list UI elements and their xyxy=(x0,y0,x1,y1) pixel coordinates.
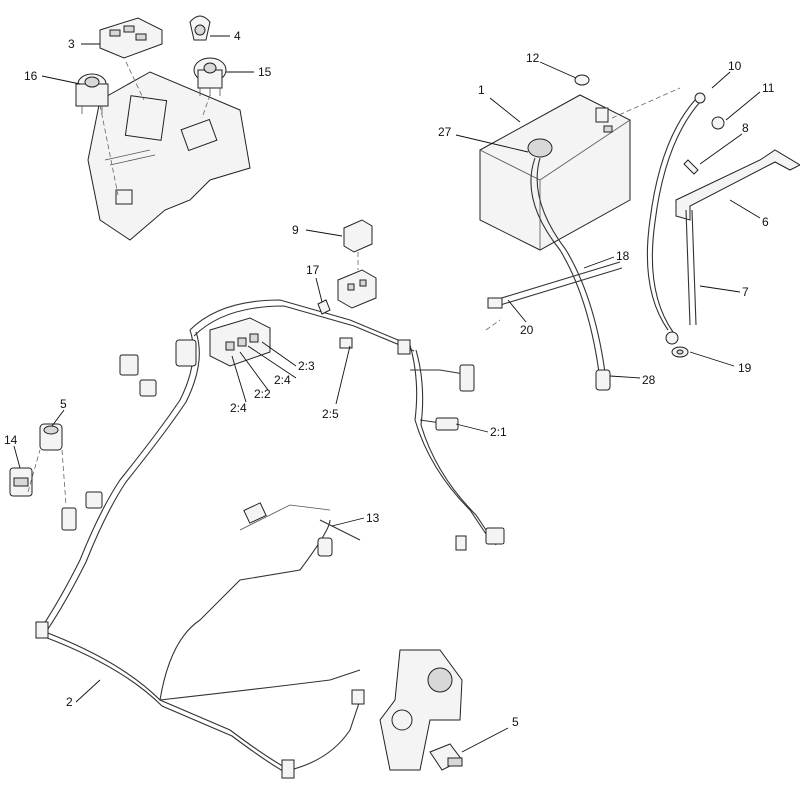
leader-lines xyxy=(13,35,761,753)
ignition-switch xyxy=(193,57,227,96)
callout-14: 14 xyxy=(4,433,18,447)
relay xyxy=(343,219,373,253)
battery xyxy=(479,94,631,251)
callout-labels: 1 2 2:1 2:2 2:3 2:4 2:4 2:5 3 4 5 5 6 7 … xyxy=(4,29,775,729)
callout-9: 9 xyxy=(292,223,299,237)
battery-strap xyxy=(487,261,623,309)
callout-2-2: 2:2 xyxy=(254,387,271,401)
callout-7: 7 xyxy=(742,285,749,299)
pedal-bracket xyxy=(379,649,463,771)
callout-4: 4 xyxy=(234,29,241,43)
battery-bracket xyxy=(675,149,800,221)
callout-6: 6 xyxy=(762,215,769,229)
cable-tie xyxy=(319,519,361,541)
ignition-key xyxy=(189,15,211,41)
fuse-block xyxy=(209,317,271,367)
callout-12: 12 xyxy=(526,51,540,65)
callout-5-seat: 5 xyxy=(60,397,67,411)
callout-2-4-right: 2:4 xyxy=(274,373,291,387)
callout-2-4-left: 2:4 xyxy=(230,401,247,415)
control-panel xyxy=(87,61,251,241)
switch-module xyxy=(99,17,163,59)
bracket-bolt xyxy=(683,159,699,175)
callout-5-brake: 5 xyxy=(512,715,519,729)
terminal-nut xyxy=(711,116,725,130)
seat-switch-connector xyxy=(9,467,33,497)
callout-2-3: 2:3 xyxy=(298,359,315,373)
negative-battery-cable xyxy=(646,92,706,345)
callout-2: 2 xyxy=(66,695,73,709)
callout-27: 27 xyxy=(438,125,452,139)
callout-11: 11 xyxy=(762,81,775,95)
callout-3: 3 xyxy=(68,37,75,51)
callout-2-5: 2:5 xyxy=(322,407,339,421)
brake-switch xyxy=(429,743,463,771)
callout-17: 17 xyxy=(306,263,320,277)
callout-8: 8 xyxy=(742,121,749,135)
callout-18: 18 xyxy=(616,249,630,263)
callout-15: 15 xyxy=(258,65,272,79)
seat-switch xyxy=(39,423,63,451)
relay-socket xyxy=(337,269,377,309)
callout-20: 20 xyxy=(520,323,534,337)
washer xyxy=(671,346,689,358)
callout-1: 1 xyxy=(478,83,485,97)
callout-10: 10 xyxy=(728,59,742,73)
hour-meter xyxy=(75,73,109,114)
hold-down-rod xyxy=(685,209,697,326)
screw xyxy=(317,299,331,315)
callout-19: 19 xyxy=(738,361,752,375)
callout-2-1: 2:1 xyxy=(490,425,507,439)
callout-28: 28 xyxy=(642,373,656,387)
harness-connectors xyxy=(35,337,505,779)
terminal-cap xyxy=(574,74,590,86)
callout-16: 16 xyxy=(24,69,38,83)
callout-13: 13 xyxy=(366,511,380,525)
positive-battery-cable xyxy=(530,157,611,391)
